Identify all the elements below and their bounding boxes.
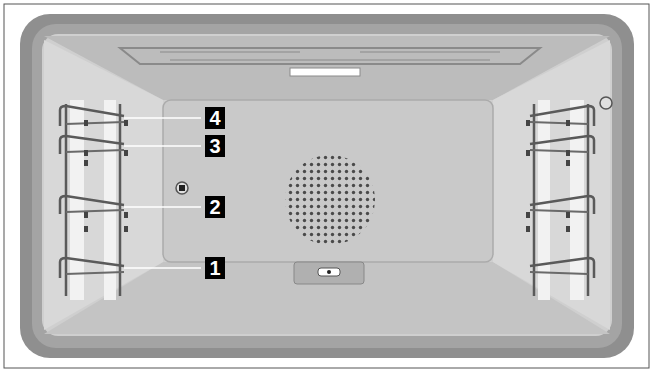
callout-number: 3 (205, 135, 225, 157)
callout-number: 4 (205, 107, 225, 129)
leader-line (124, 118, 201, 268)
callout-number: 2 (205, 196, 225, 218)
callout-number: 1 (205, 257, 225, 279)
